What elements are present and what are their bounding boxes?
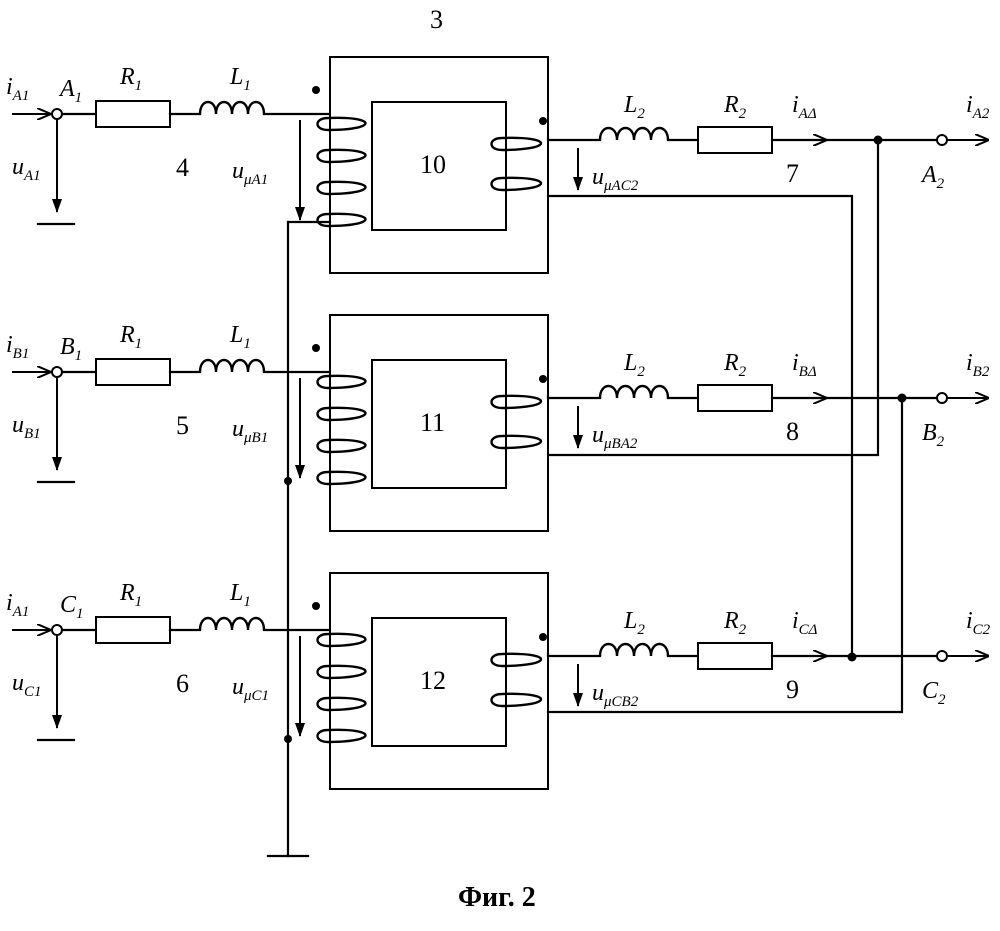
junction-dot [874, 136, 883, 145]
inductor-coil [600, 386, 668, 398]
output-node-label: B2 [922, 420, 945, 450]
inductor-coil [200, 102, 264, 114]
inductor-coil [600, 644, 668, 656]
output-terminal [937, 135, 947, 145]
delta-current-label: iAΔ [792, 92, 817, 122]
primary-voltage-label: uμC1 [232, 674, 269, 704]
polarity-dot [539, 633, 547, 641]
input-voltage-label: uC1 [12, 670, 42, 700]
inductor-coil [200, 360, 264, 372]
polarity-dot [312, 86, 320, 94]
junction-dot [848, 653, 857, 662]
output-terminal [937, 393, 947, 403]
inductor-l2-label: L2 [623, 92, 645, 122]
resistor-r1-label: R1 [119, 580, 142, 610]
ground-bus [268, 222, 330, 856]
polarity-dot [312, 344, 320, 352]
input-node-label: B1 [60, 334, 82, 364]
secondary-voltage-label: uμAC2 [592, 164, 639, 194]
output-line-number: 8 [786, 417, 799, 446]
figure-caption: Фиг. 2 [458, 882, 536, 913]
polarity-dot [312, 602, 320, 610]
inductor-l1-label: L1 [229, 580, 251, 610]
resistor-r2 [698, 127, 772, 153]
junction-dot [284, 477, 292, 485]
resistor-r1-label: R1 [119, 322, 142, 352]
input-current-label: iB1 [6, 332, 29, 362]
input-voltage-label: uB1 [12, 412, 41, 442]
inductor-coil [200, 618, 264, 630]
polarity-dot [539, 375, 547, 383]
secondary-voltage-label: uμCB2 [592, 680, 639, 710]
resistor-r2-label: R2 [723, 608, 747, 638]
line-number: 5 [176, 411, 189, 440]
input-current-label: iA1 [6, 590, 29, 620]
input-terminal [52, 109, 62, 119]
inductor-coil [600, 128, 668, 140]
transformer-number: 11 [420, 408, 445, 437]
delta-current-label: iBΔ [792, 350, 817, 380]
secondary-voltage-label: uμBA2 [592, 422, 638, 452]
resistor-r1 [96, 101, 170, 127]
output-line-number: 7 [786, 159, 799, 188]
output-line-number: 9 [786, 675, 799, 704]
output-node-label: A2 [920, 162, 945, 192]
line-number: 6 [176, 669, 189, 698]
output-current-label: iC2 [966, 608, 991, 638]
resistor-r2 [698, 385, 772, 411]
output-node-label: C2 [922, 678, 946, 708]
line-number: 4 [176, 153, 189, 182]
output-terminal [937, 651, 947, 661]
phase-row-3: iA1 C1 uC1 R1 L1 6 12 uμC1 uμCB2 L2 R2 iCΔ 9 iC2C2 [6, 573, 991, 789]
delta-current-label: iCΔ [792, 608, 818, 638]
phase-rows: iA1A1uA1R1L1410uμA1uμAC2L2R2iAΔ7iA2A2iB1… [6, 57, 991, 789]
input-node-label: A1 [58, 76, 82, 106]
primary-voltage-label: uμA1 [232, 158, 268, 188]
input-node-label: C1 [60, 592, 84, 622]
input-terminal [52, 625, 62, 635]
output-current-label: iA2 [966, 92, 990, 122]
phase-row-1: iA1 A1 uA1 R1 L1 4 10 uμA1 uμAC2 L2 R2 iAΔ 7 iA2A2 [6, 57, 990, 273]
resistor-r2 [698, 643, 772, 669]
core-label: 3 [430, 5, 443, 34]
transformer-number: 10 [420, 150, 446, 179]
inductor-l1-label: L1 [229, 322, 251, 352]
transformer-number: 12 [420, 666, 446, 695]
input-voltage-label: uA1 [12, 154, 41, 184]
primary-voltage-label: uμB1 [232, 416, 268, 446]
resistor-r2-label: R2 [723, 350, 747, 380]
resistor-r1 [96, 359, 170, 385]
resistor-r1 [96, 617, 170, 643]
inductor-l2-label: L2 [623, 608, 645, 638]
resistor-r2-label: R2 [723, 92, 747, 122]
phase-row-2: iB1 B1 uB1 R1 L1 5 11 uμB1 uμBA2 L2 R2 iBΔ 8 iB2B2 [6, 315, 990, 531]
resistor-r1-label: R1 [119, 64, 142, 94]
inductor-l2-label: L2 [623, 350, 645, 380]
input-terminal [52, 367, 62, 377]
inductor-l1-label: L1 [229, 64, 251, 94]
output-current-label: iB2 [966, 350, 990, 380]
polarity-dot [539, 117, 547, 125]
input-current-label: iA1 [6, 74, 29, 104]
junction-dot [898, 394, 907, 403]
junction-dot [284, 735, 292, 743]
